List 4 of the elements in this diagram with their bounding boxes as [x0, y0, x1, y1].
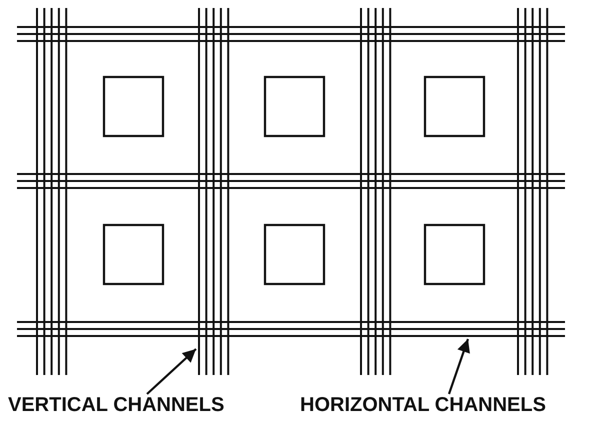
leader-arrow	[146, 348, 197, 395]
leader-arrow	[448, 338, 470, 394]
channel-label: VERTICAL CHANNELS	[8, 393, 224, 417]
channel-label: HORIZONTAL CHANNELS	[300, 393, 546, 417]
